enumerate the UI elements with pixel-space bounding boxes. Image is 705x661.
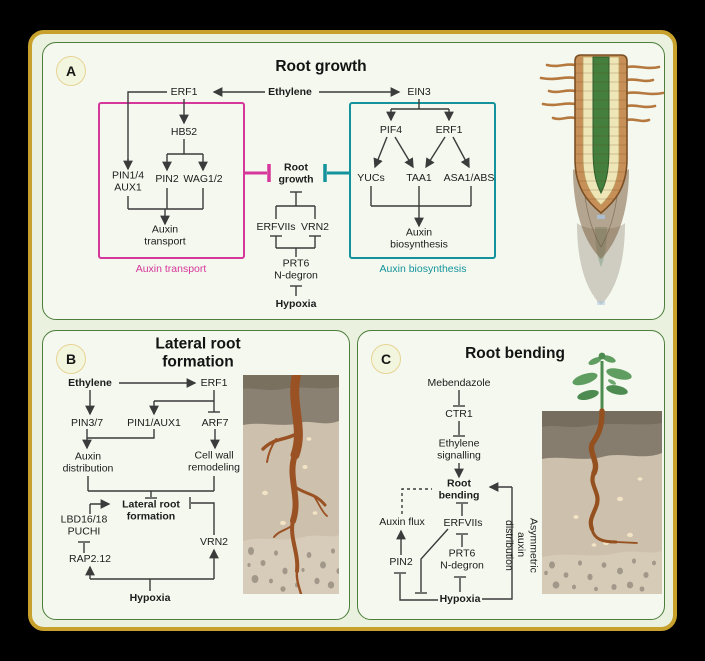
pebbles [544, 558, 656, 592]
node-pin14-aux1: PIN1/4 AUX1 [111, 169, 145, 194]
node-ethylene-a: Ethylene [268, 85, 312, 98]
panel-a-arrows [123, 87, 472, 296]
panel-c-title: Root bending [465, 344, 565, 362]
node-auxin-biosynthesis: Auxin biosynthesis [390, 226, 448, 251]
annotation-asymmetric-auxin-distribution: Asymmetric auxin distribution [502, 517, 540, 573]
node-auxin-transport: Auxin transport [144, 223, 186, 248]
node-mebendazole: Mebendazole [427, 376, 491, 389]
node-prt6-a: PRT6 N-degron [274, 257, 318, 282]
node-lbd-puchi: LBD16/18 PUCHI [60, 513, 108, 538]
node-erf1-a: ERF1 [170, 85, 198, 98]
node-pin2-c: PIN2 [389, 555, 413, 568]
inhibition-tee-teal [323, 164, 350, 182]
panel-b-title: Lateral root formation [155, 335, 241, 371]
panel-b-badge: B [56, 344, 86, 374]
auxin-transport-box [98, 102, 245, 259]
node-prt6-c: PRT6 N-degron [440, 547, 484, 572]
panel-c: C Root bending Mebendazole CTR1 Ethylene… [357, 330, 665, 620]
node-ctr1: CTR1 [445, 407, 473, 420]
panel-c-arrows [394, 390, 513, 601]
node-rap212: RAP2.12 [68, 552, 112, 565]
node-cell-wall: Cell wall remodeling [188, 449, 240, 474]
panel-c-badge: C [371, 344, 401, 374]
label-auxin-biosynthesis-box: Auxin biosynthesis [379, 262, 467, 275]
panel-b: B Lateral root formation Ethylene ERF1 P… [42, 330, 350, 620]
panel-a-badge: A [56, 56, 86, 86]
panel-a: A Root growth ERF1 Ethylene EIN3 HB52 PI… [42, 42, 665, 320]
node-pin1-aux1: PIN1/AUX1 [127, 416, 181, 429]
node-erf1-b: ERF1 [200, 376, 228, 389]
panel-b-diagram [78, 378, 220, 591]
node-erfviis-a: ERFVIIs [256, 220, 296, 233]
node-vrn2-b: VRN2 [199, 535, 229, 548]
node-ein3: EIN3 [407, 85, 431, 98]
bending-root [588, 408, 638, 544]
node-yucs: YUCs [357, 171, 385, 184]
auxin-biosynthesis-box [349, 102, 496, 259]
node-erfviis-c: ERFVIIs [443, 516, 483, 529]
panel-a-title: Root growth [275, 57, 367, 75]
root-tip-illustration [539, 54, 665, 305]
node-auxin-flux: Auxin flux [379, 515, 425, 528]
node-lateral-root-formation: Lateral root formation [122, 498, 180, 523]
node-pin37: PIN3/7 [70, 416, 104, 429]
root-hairs [539, 63, 665, 123]
node-wag12: WAG1/2 [183, 172, 223, 185]
node-hypoxia-a: Hypoxia [275, 297, 317, 310]
panel-b-arrows [78, 378, 220, 591]
node-erf1-right: ERF1 [435, 123, 463, 136]
soil-specks [262, 437, 318, 526]
seedling-soil-illustration [542, 352, 662, 594]
label-auxin-transport-box: Auxin transport [135, 262, 207, 275]
soil-root-illustration [243, 375, 339, 594]
node-arf7: ARF7 [201, 416, 229, 429]
node-pin2-a: PIN2 [155, 172, 179, 185]
soil-specks [573, 477, 643, 547]
inhibition-tee-pink [244, 164, 271, 182]
node-ethylene-b: Ethylene [68, 376, 112, 389]
panel-a-diagram [98, 87, 496, 296]
node-vrn2-a: VRN2 [300, 220, 330, 233]
node-hypoxia-c: Hypoxia [439, 592, 481, 605]
node-root-growth: Root growth [278, 161, 314, 186]
node-hb52: HB52 [170, 125, 198, 138]
root-body [574, 54, 628, 215]
node-auxin-distribution: Auxin distribution [62, 450, 114, 475]
node-taa1: TAA1 [406, 171, 432, 184]
node-asa1-abs: ASA1/ABS [443, 171, 495, 184]
taproot [261, 375, 328, 594]
panel-c-diagram [394, 390, 513, 601]
seedling [572, 352, 632, 413]
node-pif4: PIF4 [379, 123, 403, 136]
node-root-bending: Root bending [438, 477, 480, 502]
node-ethylene-signalling: Ethylene signalling [437, 437, 481, 462]
node-hypoxia-b: Hypoxia [129, 591, 171, 604]
